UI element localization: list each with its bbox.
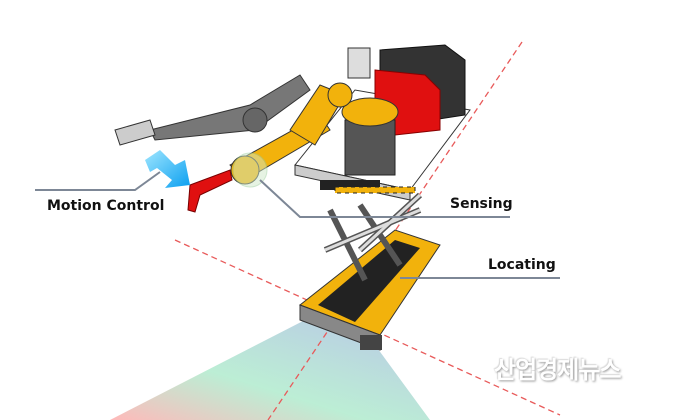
guide-line: [267, 41, 523, 420]
sensor-cone: [110, 320, 430, 420]
label-motion-control: Motion Control: [47, 198, 165, 214]
label-locating: Locating: [488, 257, 556, 273]
leader-lines: [35, 171, 560, 279]
red-gripper: [187, 169, 233, 213]
motion-arrow-icon: [145, 150, 190, 188]
label-sensing: Sensing: [450, 196, 513, 212]
watermark: 산업경제뉴스: [494, 356, 621, 384]
